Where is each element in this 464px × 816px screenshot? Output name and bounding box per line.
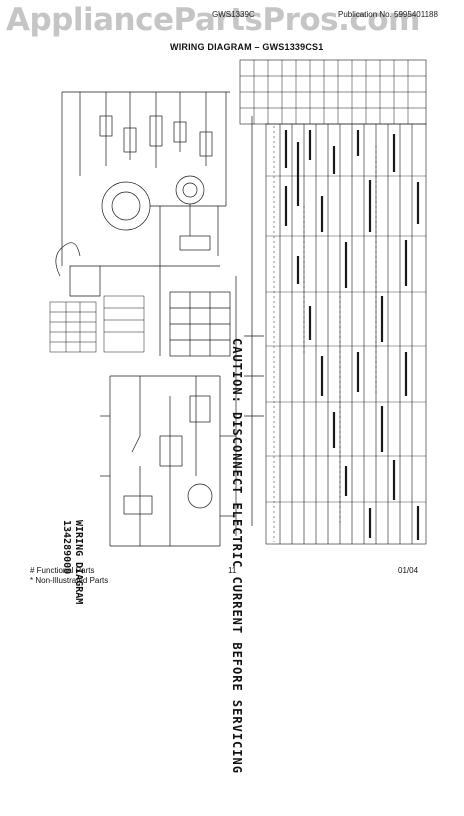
timer-chart-cycle-dividers bbox=[266, 175, 426, 503]
timer-contact-bars bbox=[284, 130, 420, 540]
wiring-diagram-drawing bbox=[49, 59, 427, 547]
revision-date: 01/04 bbox=[398, 566, 419, 575]
control-schematic bbox=[100, 375, 236, 547]
site-watermark: AppliancePartsPros.com bbox=[6, 2, 420, 38]
switch-chart-header-columns bbox=[253, 60, 409, 124]
caution-notice: CAUTION: DISCONNECT ELECTRIC CURRENT BEF… bbox=[230, 338, 244, 774]
wiring-diagram-sheet bbox=[40, 56, 428, 586]
timer-minor-ticks bbox=[273, 126, 377, 542]
connector-table bbox=[49, 295, 145, 353]
wiring-diagram-part-number: 134289000 bbox=[61, 520, 72, 575]
model-code: GWS1339C bbox=[212, 10, 255, 19]
page-number: 11 bbox=[228, 566, 237, 575]
wiring-diagram-label: WIRING DIAGRAM bbox=[73, 520, 84, 605]
wiring-diagram-number: WIRING DIAGRAM 134289000 bbox=[60, 520, 84, 604]
timer-chart-grid bbox=[265, 123, 427, 545]
schematic-wiring bbox=[55, 91, 264, 536]
diagram-title: WIRING DIAGRAM – GWS1339CS1 bbox=[170, 42, 324, 52]
non-illustrated-note: * Non-Illustrated Parts bbox=[30, 576, 109, 585]
publication-number: Publication No. 5995401188 bbox=[338, 10, 438, 19]
functional-parts-note: # Functional Parts bbox=[30, 566, 95, 575]
footer-legend: # Functional Parts * Non-Illustrated Par… bbox=[30, 566, 108, 586]
